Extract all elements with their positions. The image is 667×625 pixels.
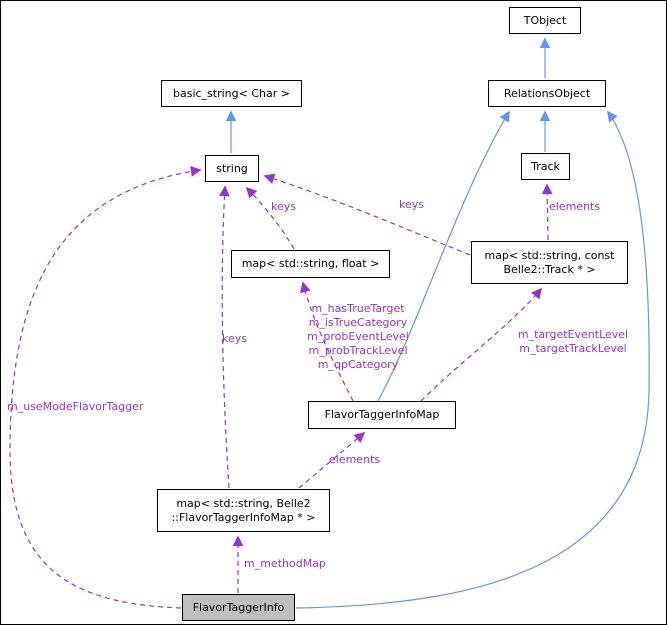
edge-label-elements-track: elements (549, 200, 601, 213)
inheritance-edge-flavortaggerinfo-to-relationsobject (295, 110, 650, 609)
node-basic-string[interactable]: basic_string< Char > (161, 80, 302, 107)
usage-edge-flavortaggerinfo-to-string (9, 166, 202, 609)
node-flavortaggerinfo-current: FlavorTaggerInfo (182, 594, 295, 621)
usage-edge-mapstringfloat-to-string (245, 186, 295, 250)
usage-edge-flavortaggerinfomap-to-mapstringfloat (299, 281, 354, 402)
node-track[interactable]: Track (521, 153, 570, 180)
edge-label-target-members: m_targetEventLevel m_targetTrackLevel (517, 328, 629, 355)
node-map-string-track[interactable]: map< std::string, const Belle2::Track * … (471, 241, 628, 284)
node-relationsobject[interactable]: RelationsObject (488, 80, 606, 107)
usage-edge-mapstringftim-to-string (219, 185, 230, 489)
node-flavortaggerinfomap[interactable]: FlavorTaggerInfoMap (308, 401, 456, 429)
edge-label-elements-ftim: elements (329, 453, 381, 466)
node-map-string-flavortaggerinfomap[interactable]: map< std::string, Belle2 ::FlavorTaggerI… (157, 489, 330, 532)
edge-label-methodmap: m_methodMap (244, 557, 326, 570)
usage-edge-mapstringftim-to-flavortaggerinfomap (298, 431, 366, 489)
edge-label-keys-maptrack: keys (399, 198, 424, 211)
usage-edge-mapstringtrack-to-string (263, 173, 471, 256)
edge-label-keys-mapfloat: keys (271, 200, 296, 213)
edge-label-keys-mapftim: keys (222, 332, 247, 345)
node-string[interactable]: string (205, 155, 259, 182)
edge-label-flavortaggerinfomap-members: m_hasTrueTarget m_isTrueCategory m_probE… (307, 302, 409, 371)
edge-label-usemodeflavortagger: m_useModeFlavorTagger (7, 400, 144, 413)
usage-edge-mapstringtrack-to-track (541, 183, 553, 241)
usage-edge-flavortaggerinfomap-to-mapstringtrack (420, 287, 543, 402)
inheritance-edge-flavortaggerinfomap-to-relationsobject (377, 110, 510, 402)
node-map-string-float[interactable]: map< std::string, float > (231, 250, 390, 278)
node-tobject[interactable]: TObject (509, 7, 581, 34)
